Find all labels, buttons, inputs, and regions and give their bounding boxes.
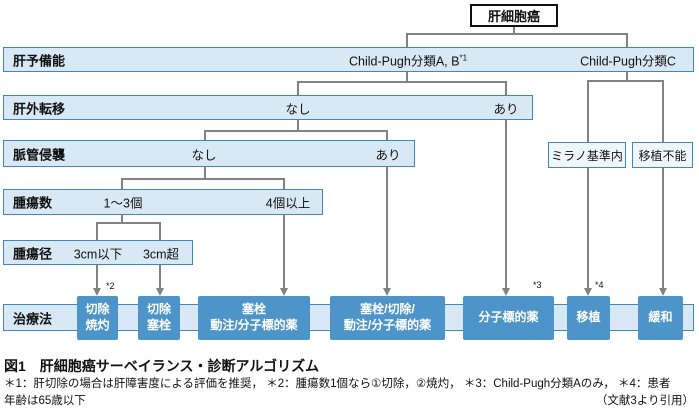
figure-footnotes-line1: ＊1：肝切除の場合は肝障害度による評価を推奨， ＊2：腫瘍数1個なら①切除，②焼…: [4, 378, 671, 390]
node-milan-criteria-in: ミラノ基準内: [548, 142, 626, 168]
value-size-over-3cm: 3cm超: [142, 247, 180, 261]
value-extrahepatic-no: なし: [285, 102, 311, 116]
treatment-box-embolization-resection-infusion: 塞栓/切除/ 動注/分子標的薬: [330, 296, 445, 340]
treatment-box-embolization-infusion: 塞栓 動注/分子標的薬: [198, 296, 310, 340]
arrow-down-icon: [584, 288, 592, 296]
connector: [406, 72, 408, 81]
row-label-tumor-size: 腫瘍径: [13, 246, 53, 261]
value-size-under-3cm: 3cm以下: [73, 247, 123, 261]
footnote-ref-3: *3: [533, 280, 542, 290]
arrow-down-icon: [156, 288, 164, 296]
connector: [297, 81, 299, 95]
connector: [159, 265, 161, 289]
arrow-down-icon: [280, 288, 288, 296]
value-vascular-yes: あり: [375, 148, 401, 162]
connector: [406, 33, 408, 47]
figure-caption-title: 図1 肝細胞癌サーベイランス・診断アルゴリズム: [4, 358, 320, 374]
connector: [662, 168, 664, 289]
footnote-ref-1: *1: [459, 52, 468, 62]
connector: [386, 130, 388, 140]
connector: [204, 130, 206, 140]
row-label-tumor-count: 腫瘍数: [13, 195, 53, 211]
connector: [587, 80, 664, 82]
connector: [626, 33, 628, 47]
connector: [159, 222, 161, 240]
row-label-treatment: 治療法: [13, 311, 53, 326]
arrow-down-icon: [93, 288, 101, 296]
treatment-box-resection-embolization: 切除 塞栓: [138, 296, 180, 340]
footnote-ref-4: *4: [595, 280, 604, 290]
row-label-extrahepatic-metastasis: 肝外転移: [13, 101, 66, 116]
connector: [297, 120, 299, 130]
arrow-down-icon: [502, 288, 510, 296]
connector: [121, 178, 123, 189]
value-vascular-no: なし: [191, 148, 217, 162]
treatment-box-transplant: 移植: [567, 296, 610, 340]
root-node-hcc: 肝細胞癌: [470, 4, 558, 27]
figure-source-citation: （文献3より引用）: [595, 395, 694, 407]
connector: [587, 168, 589, 289]
value-extrahepatic-yes: あり: [493, 102, 519, 116]
connector: [96, 222, 161, 224]
row-label-vascular-invasion: 脈管侵襲: [13, 147, 66, 162]
row-band-liver-reserve: 肝予備能 Child-Pugh分類A, B*1 Child-Pugh分類C: [3, 47, 694, 72]
node-transplant-impossible: 移植不能: [632, 142, 693, 168]
connector: [121, 178, 285, 180]
connector: [297, 81, 507, 83]
connector: [626, 72, 628, 80]
row-band-tumor-count: 腫瘍数 1〜3個 4個以上: [3, 189, 323, 215]
figure-footnotes-line2: 年齢は65歳以下: [4, 395, 86, 407]
row-band-extrahepatic-metastasis: 肝外転移 なし あり: [3, 95, 533, 120]
connector: [505, 81, 507, 95]
treatment-box-palliative: 緩和: [638, 296, 683, 340]
root-node-label: 肝細胞癌: [487, 9, 540, 24]
row-band-vascular-invasion: 脈管侵襲 なし あり: [3, 140, 415, 167]
value-count-1to3: 1〜3個: [103, 196, 143, 211]
connector: [283, 214, 285, 289]
connector: [121, 214, 123, 222]
footnote-ref-2: *2: [106, 281, 115, 291]
value-child-pugh-c: Child-Pugh分類C: [580, 54, 676, 68]
connector: [505, 120, 507, 289]
value-count-4plus: 4個以上: [265, 196, 311, 211]
connector: [662, 80, 664, 142]
connector: [204, 130, 388, 132]
treatment-box-resection-ablation: 切除 焼灼: [77, 296, 118, 340]
row-label-liver-reserve: 肝予備能: [13, 53, 66, 68]
connector: [96, 222, 98, 240]
connector: [513, 27, 515, 33]
value-child-pugh-ab: Child-Pugh分類A, B*1: [348, 52, 468, 68]
arrow-down-icon: [383, 288, 391, 296]
treatment-box-molecular-targeted: 分子標的薬: [463, 296, 554, 340]
row-band-tumor-size: 腫瘍径 3cm以下 3cm超: [3, 240, 193, 265]
connector: [283, 178, 285, 189]
connector: [386, 167, 388, 289]
arrow-down-icon: [659, 288, 667, 296]
connector: [204, 167, 206, 178]
connector: [406, 33, 628, 35]
connector: [96, 265, 98, 289]
connector: [587, 80, 589, 142]
